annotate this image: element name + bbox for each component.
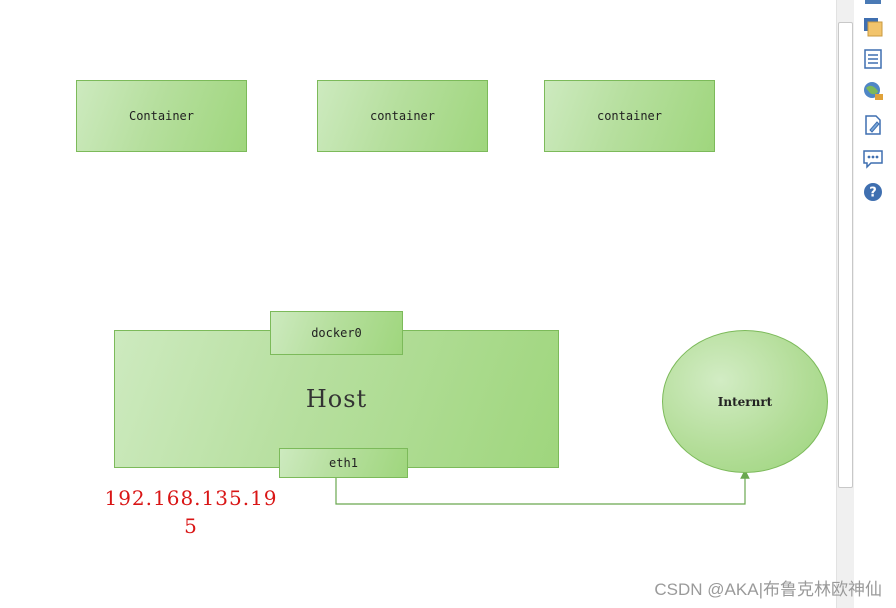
docker0-node[interactable]: docker0 [270, 311, 403, 355]
host-label: Host [305, 385, 368, 413]
docker0-label: docker0 [311, 326, 362, 340]
container-2-label: container [369, 109, 436, 123]
container-3[interactable]: container [544, 80, 715, 152]
vertical-scrollbar[interactable] [836, 0, 855, 608]
ip-address-annotation: 192.168.135.195 [104, 486, 278, 538]
globe-icon[interactable] [862, 80, 884, 102]
container-2[interactable]: container [317, 80, 488, 152]
edit-document-icon[interactable] [862, 114, 884, 136]
watermark: CSDN @AKA|布鲁克林欧神仙 [654, 580, 882, 599]
diagram-canvas: Container container container Host docke… [76, 80, 828, 538]
container-3-label: container [596, 109, 663, 123]
window-icon[interactable] [862, 16, 884, 38]
list-icon[interactable] [862, 48, 884, 70]
internet-label: Internrt [717, 394, 773, 409]
scrollbar-thumb[interactable] [838, 22, 853, 488]
internet-node[interactable]: Internrt [662, 330, 828, 473]
partial-top-icon[interactable] [862, 0, 884, 8]
connector-layer [335, 469, 750, 505]
eth1-to-internet-connector [335, 469, 750, 505]
eth1-label: eth1 [329, 456, 358, 470]
right-toolbar: ? [854, 0, 896, 608]
help-icon[interactable]: ? [862, 181, 884, 203]
container-1-label: Container [128, 109, 195, 123]
eth1-node[interactable]: eth1 [279, 448, 408, 478]
svg-text:?: ? [869, 186, 877, 201]
container-1[interactable]: Container [76, 80, 247, 152]
comment-icon[interactable] [862, 148, 884, 170]
